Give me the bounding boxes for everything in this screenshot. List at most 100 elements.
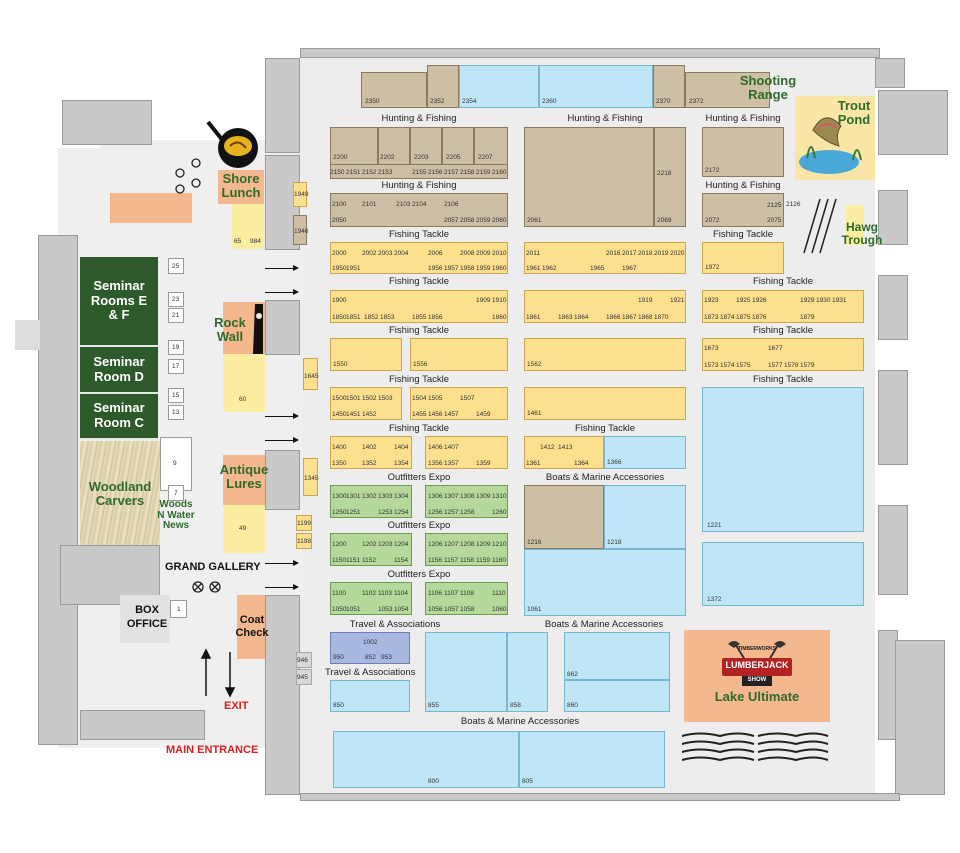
box-office[interactable] — [120, 595, 170, 643]
booth-1461[interactable]: 1461 — [524, 387, 686, 420]
seminar-rooms-e-f[interactable]: Seminar Rooms E & F — [80, 257, 158, 347]
booth-49[interactable]: 49 — [223, 505, 265, 553]
booth-1061[interactable]: 1061 — [524, 549, 686, 616]
booth-1949[interactable]: 1949 — [293, 182, 308, 207]
booth-2350[interactable]: 2350 — [361, 72, 427, 108]
booth-block-1850[interactable] — [330, 290, 508, 323]
booth-2072[interactable]: 2072 2125 2075 — [702, 193, 784, 227]
booth-1221[interactable]: 1221 — [702, 387, 864, 532]
booth-block-1150[interactable] — [330, 533, 412, 566]
booth-855[interactable]: 855 — [425, 632, 507, 712]
lake-ultimate[interactable]: TIMBERWORKS LUMBERJACK SHOW Lake Ultimat… — [684, 630, 830, 722]
wall-lobby-edge — [15, 320, 40, 350]
booth-1218[interactable]: 1218 — [604, 485, 686, 549]
booth-1562[interactable]: 1562 — [524, 338, 686, 371]
booth-17[interactable]: 17 — [168, 359, 184, 374]
booth-805[interactable]: 805 — [519, 731, 665, 788]
seminar-room-c[interactable]: Seminar Room C — [80, 394, 158, 440]
booth-2061[interactable]: 2061 — [524, 127, 654, 227]
booth-862[interactable]: 862 — [564, 632, 670, 680]
booth-2205[interactable]: 2205 — [442, 127, 474, 165]
box-office-label: BOX OFFICE — [126, 604, 168, 630]
hawg-trough[interactable] — [846, 205, 864, 245]
booth-number: 1357 — [444, 460, 459, 467]
booth-1946[interactable]: 1946 — [293, 215, 308, 245]
booth-number: 858 — [510, 702, 521, 709]
booth-block-1950[interactable] — [330, 242, 508, 274]
booth-800[interactable]: 800 — [333, 731, 519, 788]
booth-9[interactable]: 9 — [160, 437, 192, 491]
booth-19[interactable]: 19 — [168, 340, 184, 355]
booth-946[interactable]: 946 — [296, 652, 312, 668]
booth-number: 2004 — [394, 250, 409, 257]
seminar-room-d[interactable]: Seminar Room D — [80, 347, 158, 394]
woodland-carvers[interactable] — [80, 441, 160, 545]
booth-2202[interactable]: 2202 — [378, 127, 410, 165]
booth-1366[interactable]: 1366 — [604, 436, 686, 469]
booth-15[interactable]: 15 — [168, 388, 184, 403]
booth-1[interactable]: 1 — [170, 600, 187, 618]
booth-13[interactable]: 13 — [168, 405, 184, 420]
booth-block-1056[interactable] — [425, 582, 508, 615]
booth-2372[interactable]: 2372 — [685, 72, 770, 108]
trout-pond[interactable] — [795, 96, 875, 180]
booth-number: 1060 — [492, 606, 507, 613]
coat-check[interactable] — [237, 595, 265, 659]
booth-number: 855 — [428, 702, 439, 709]
booth-23[interactable]: 23 — [168, 292, 184, 307]
booth-60[interactable]: 60 — [223, 354, 265, 412]
booth-2200[interactable]: 2200 — [330, 127, 378, 165]
booth-7[interactable]: 7 — [168, 485, 184, 501]
booth-number: 1959 — [476, 265, 491, 272]
booth-1345[interactable]: 1345 — [303, 458, 318, 496]
booth-block-1156[interactable] — [425, 533, 508, 566]
booth-1645[interactable]: 1645 — [303, 358, 318, 390]
booth-858[interactable]: 858 — [507, 632, 548, 712]
booth-block-2050[interactable] — [330, 193, 508, 227]
booth-block-1861[interactable] — [524, 290, 686, 323]
booth-number: 1870 — [654, 314, 669, 321]
booth-2360[interactable]: 2360 — [539, 65, 653, 108]
booth-2352[interactable]: 2352 — [427, 65, 459, 108]
booth-block-1450[interactable] — [330, 387, 402, 420]
booth-block-1256[interactable] — [425, 485, 508, 518]
booth-2172[interactable]: 2172 — [702, 127, 784, 177]
shore-lunch[interactable] — [218, 170, 264, 204]
booth-number: 2017 — [622, 250, 637, 257]
booth-1216[interactable]: 1216 — [524, 485, 604, 549]
booth-block-1361[interactable] — [524, 436, 604, 469]
booth-2207[interactable]: 2207 — [474, 127, 508, 165]
booth-2354[interactable]: 2354 — [459, 65, 539, 108]
booth-1550[interactable]: 1550 — [330, 338, 402, 371]
booth-number: 1972 — [705, 264, 720, 271]
booth-block-1961[interactable] — [524, 242, 686, 274]
booth-block-1350[interactable] — [330, 436, 412, 469]
booth-block-1573[interactable] — [702, 338, 864, 371]
booth-945[interactable]: 945 — [296, 669, 312, 685]
booth-number: 1931 — [832, 297, 847, 304]
booth-1372[interactable]: 1372 — [702, 542, 864, 606]
booth-block-1356[interactable] — [425, 436, 508, 469]
booth-number: 1106 — [428, 590, 442, 597]
booth-block-1873[interactable] — [702, 290, 864, 323]
booth-block-1250[interactable] — [330, 485, 412, 518]
wall-right-2 — [878, 190, 908, 245]
booth-2203[interactable]: 2203 — [410, 127, 442, 165]
booth-1556[interactable]: 1556 — [410, 338, 508, 371]
antique-lures[interactable] — [223, 455, 265, 505]
booth-860[interactable]: 860 — [564, 680, 670, 712]
booth-850[interactable]: 850 — [330, 680, 410, 712]
booth-2370[interactable]: 2370 — [653, 65, 685, 108]
booth-25[interactable]: 25 — [168, 258, 184, 274]
booth-65-984[interactable]: 65 984 — [232, 204, 264, 249]
booth-block-1455[interactable] — [410, 387, 508, 420]
booth-block-950[interactable]: 1002 950 852 953 — [330, 632, 410, 664]
booth-number: 1352 — [362, 460, 377, 467]
booth-block-1050[interactable] — [330, 582, 412, 615]
booth-1199[interactable]: 1199 — [296, 515, 312, 531]
rock-wall[interactable] — [223, 302, 265, 354]
booth-1972[interactable]: 1972 — [702, 242, 784, 274]
booth-1198[interactable]: 1198 — [296, 533, 312, 549]
booth-21[interactable]: 21 — [168, 308, 184, 323]
